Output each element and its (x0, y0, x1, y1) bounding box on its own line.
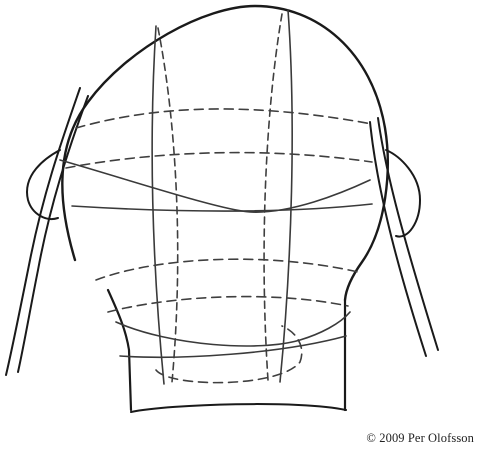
dashed-arc-1 (76, 109, 372, 128)
left-strap-inner (18, 96, 88, 372)
dashed-arc-2 (66, 153, 372, 168)
head-outline (62, 6, 387, 300)
left-meridian-dashed (158, 28, 178, 382)
right-ear (386, 150, 420, 237)
solid-cross-1 (60, 160, 370, 212)
right-meridian-dashed (264, 14, 282, 380)
neck-bottom-line (131, 404, 346, 412)
left-meridian-solid (152, 26, 164, 384)
copyright-notice: © 2009 Per Olofsson (366, 431, 474, 446)
solid-cross-3 (116, 312, 350, 346)
dashed-arc-3 (96, 259, 358, 280)
dashed-arc-4 (108, 297, 348, 312)
